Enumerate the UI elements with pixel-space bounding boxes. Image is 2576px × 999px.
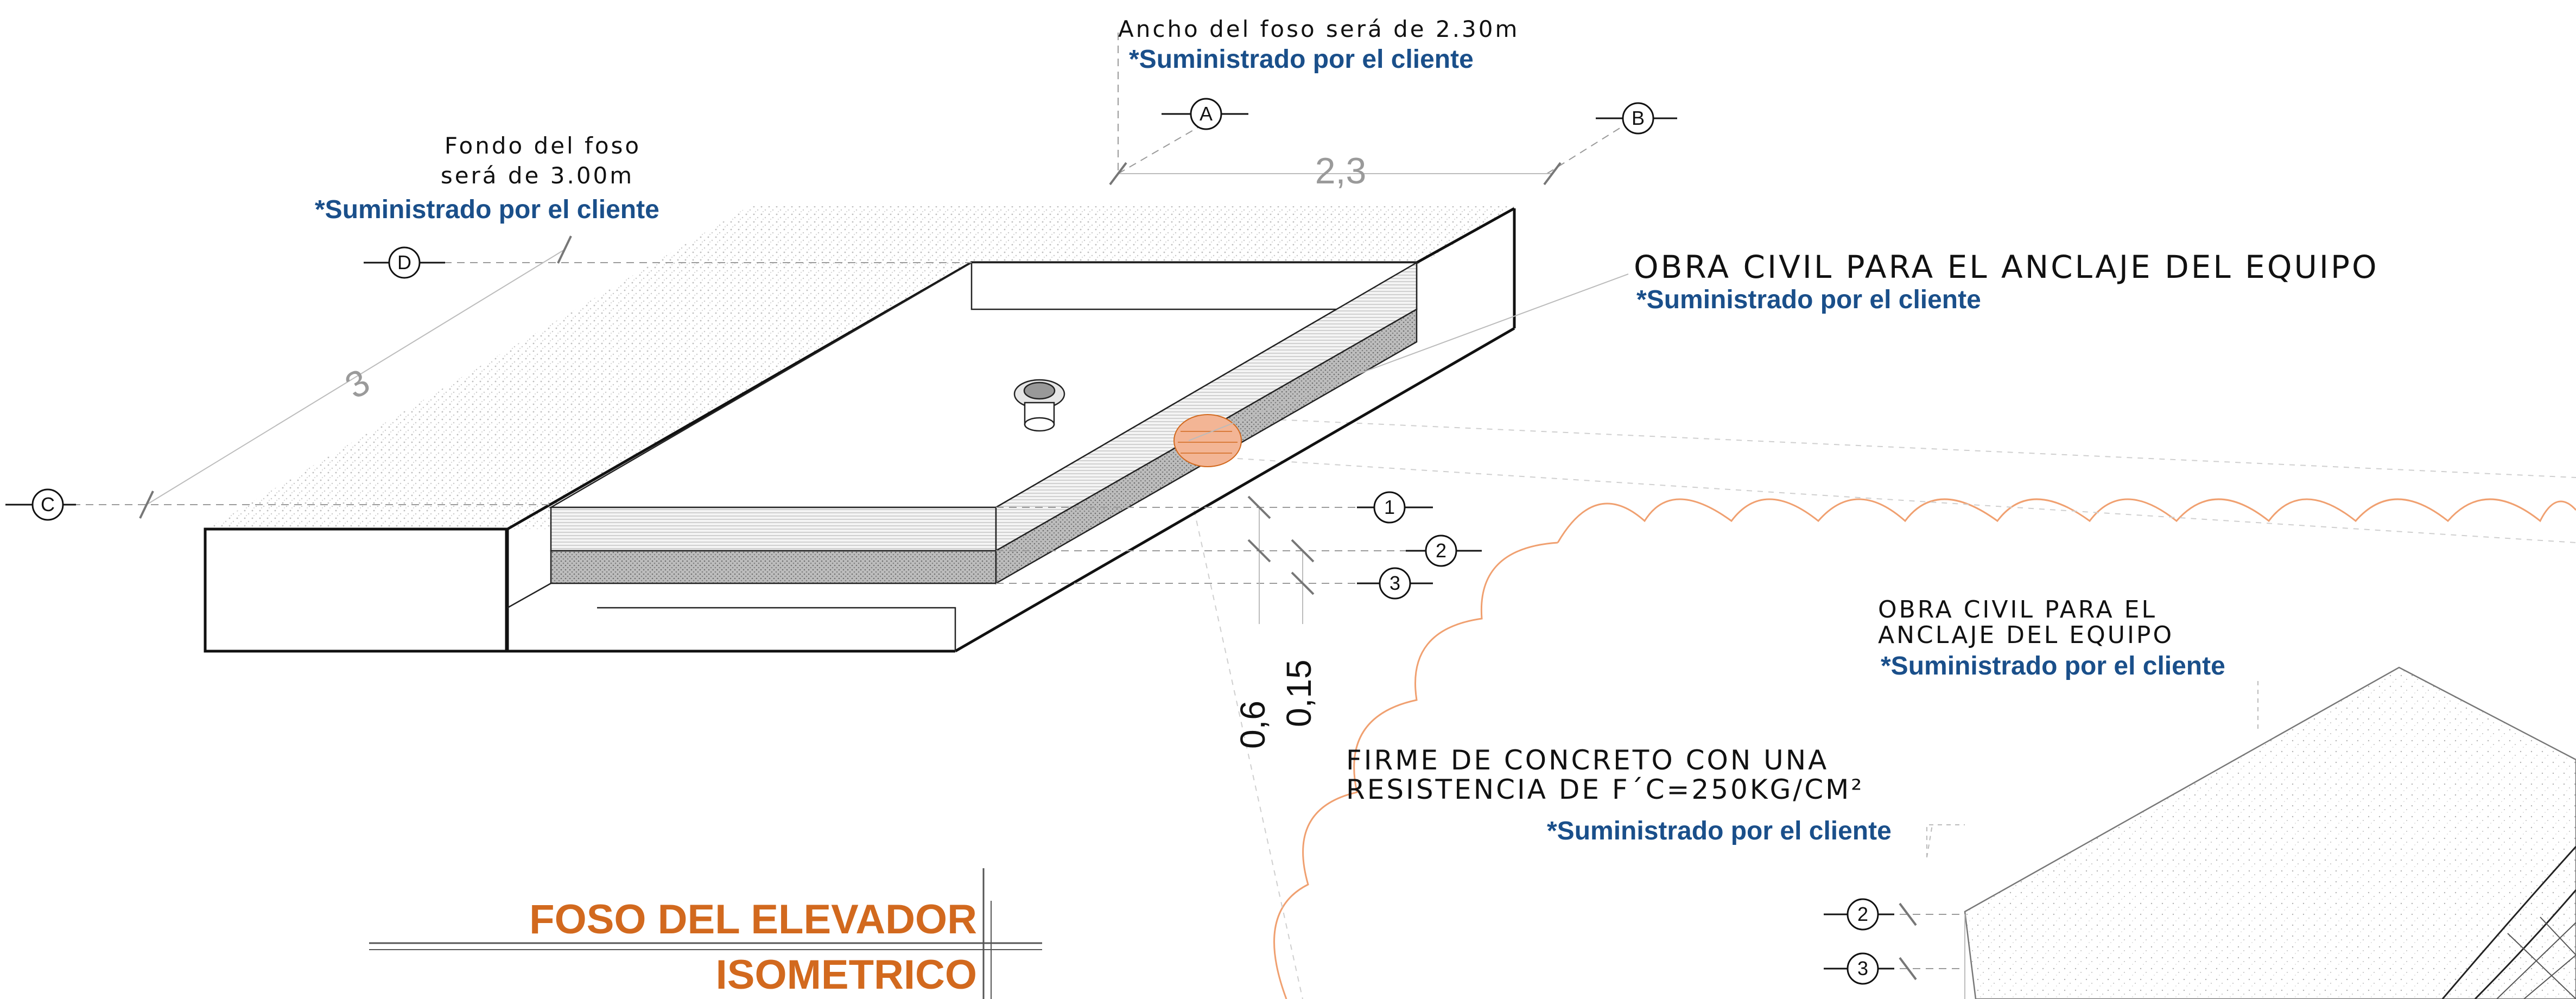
dimension-lines [146, 173, 1552, 624]
ancho-note: Ancho del foso será de 2.30m [1118, 16, 1519, 42]
detail-bubble-2: 2 [1824, 898, 1894, 931]
drawing-subtitle: ISOMETRICO [716, 952, 977, 998]
pit-outline [204, 207, 1516, 653]
svg-text:B: B [1632, 107, 1645, 129]
obra-civil-detail-supplied: *Suministrado por el cliente [1881, 652, 2225, 680]
svg-text:D: D [397, 251, 411, 273]
svg-text:1: 1 [1384, 496, 1395, 518]
fondo-note-line2: será de 3.00m [441, 162, 634, 189]
fondo-note-line1: Fondo del foso [445, 132, 641, 159]
grid-lines [60, 33, 1634, 584]
grid-bubble-c: C [5, 488, 76, 521]
dimension-width: 2,3 [1315, 150, 1367, 192]
obra-civil-note: OBRA CIVIL PARA EL ANCLAJE DEL EQUIPO [1634, 249, 2379, 285]
drawing-title: FOSO DEL ELEVADOR [529, 896, 977, 943]
svg-text:2: 2 [1857, 903, 1868, 925]
dimension-ticks [139, 162, 1562, 595]
dimension-depth-total: 0,6 [1233, 701, 1272, 749]
grid-bubble-d: D [364, 246, 445, 279]
dimension-depth-slab: 0,15 [1279, 659, 1318, 727]
detail-leaders [1926, 681, 2258, 858]
level-bubble-1: 1 [1357, 491, 1433, 524]
svg-text:A: A [1200, 103, 1213, 125]
title-block: FOSO DEL ELEVADOR ISOMETRICO [369, 868, 1042, 999]
level-bubble-3: 3 [1357, 567, 1433, 600]
obra-civil-supplied-note: *Suministrado por el cliente [1636, 285, 1981, 314]
grid-bubble-b: B [1596, 102, 1677, 135]
svg-text:3: 3 [1389, 572, 1400, 594]
anchor-highlight [1173, 414, 1242, 467]
slab-detail [1835, 666, 2576, 999]
firme-note-line2: RESISTENCIA DE F´C=250KG/CM² [1346, 774, 1864, 805]
leader-lines [1194, 417, 2576, 999]
firme-note-line1: FIRME DE CONCRETO CON UNA [1346, 745, 1829, 776]
detail-bubble-3: 3 [1824, 952, 1894, 985]
firme-supplied-note: *Suministrado por el cliente [1547, 817, 1892, 845]
revision-cloud [1273, 498, 2576, 999]
obra-civil-detail-line2: ANCLAJE DEL EQUIPO [1878, 621, 2174, 649]
grid-bubble-a: A [1162, 98, 1248, 130]
obra-civil-leader-2 [1188, 374, 1357, 441]
pit-interior [507, 261, 1419, 651]
drain-fitting [1013, 379, 1065, 432]
fondo-supplied-note: *Suministrado por el cliente [315, 195, 659, 224]
svg-text:2: 2 [1436, 539, 1446, 562]
obra-civil-detail-line1: OBRA CIVIL PARA EL [1878, 596, 2157, 623]
svg-text:3: 3 [1857, 957, 1868, 979]
obra-civil-leader [1356, 273, 1629, 375]
ancho-supplied-note: *Suministrado por el cliente [1129, 45, 1474, 74]
svg-text:C: C [41, 493, 55, 516]
firme-leader [1926, 824, 1965, 857]
level-bubble-2: 2 [1406, 535, 1482, 567]
